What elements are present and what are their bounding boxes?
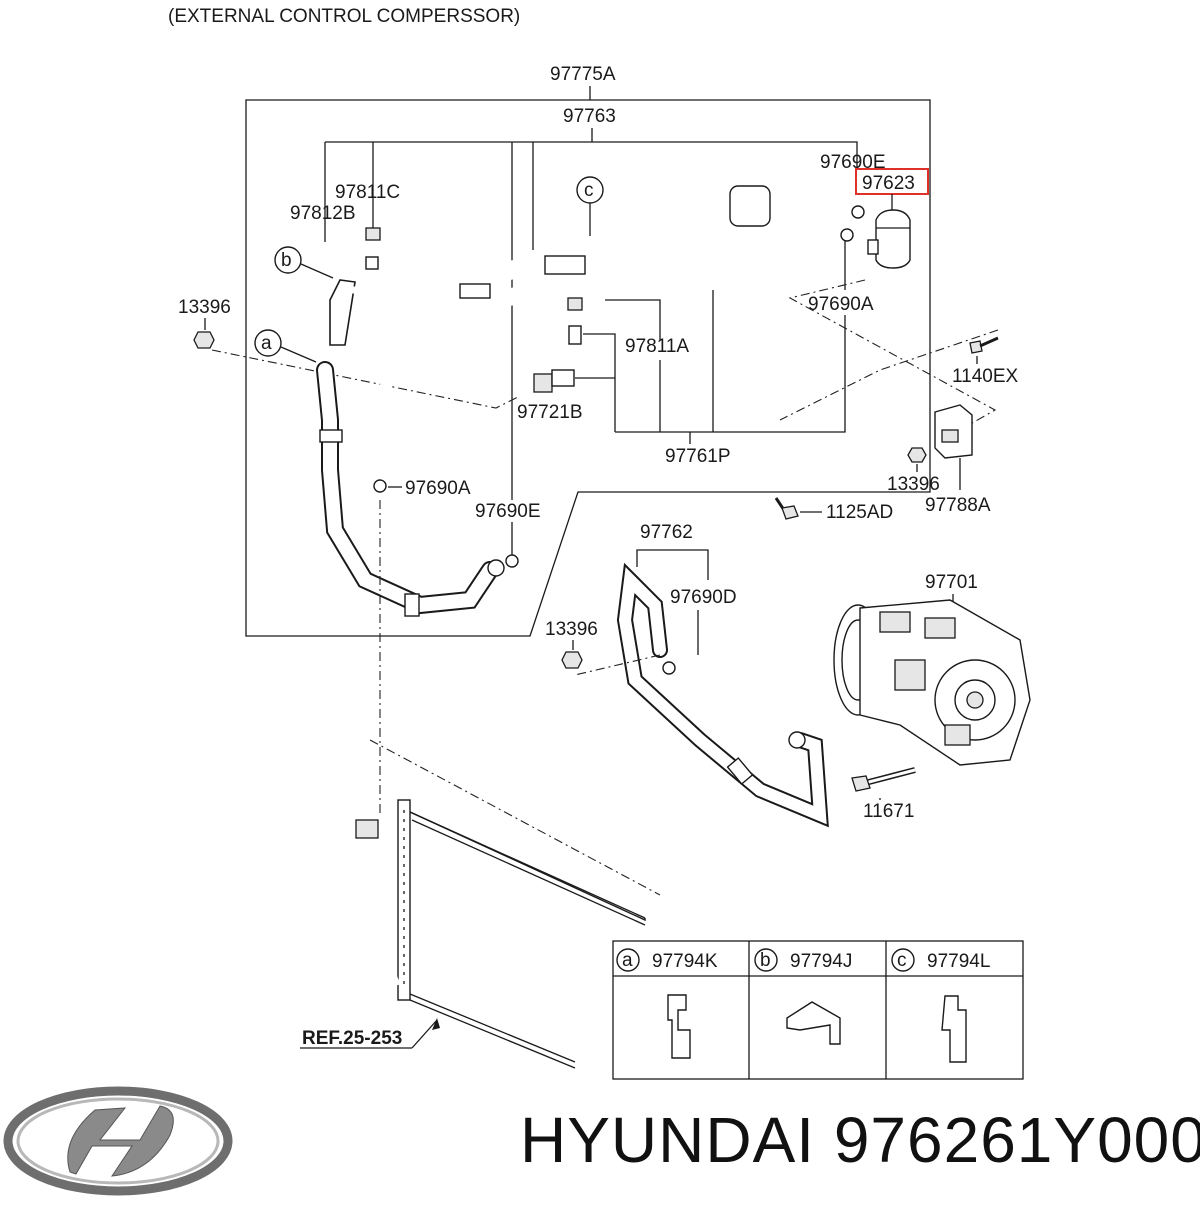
svg-text:c: c xyxy=(897,950,907,971)
o-ring-part xyxy=(373,479,387,493)
svg-text:c: c xyxy=(584,180,594,201)
label-97761P: 97761P xyxy=(665,446,731,467)
svg-text:97794J: 97794J xyxy=(790,951,852,972)
bracket-legend-table: a 97794K b 97794J c 97794L xyxy=(612,940,1024,1080)
label-97812B: 97812B xyxy=(290,203,356,224)
label-11671: 11671 xyxy=(863,801,914,822)
label-97811A: 97811A xyxy=(625,336,689,357)
svg-text:b: b xyxy=(281,250,292,271)
label-97721B: 97721B xyxy=(517,402,583,423)
svg-text:97794L: 97794L xyxy=(927,951,990,972)
bracket-a-icon xyxy=(667,994,691,1059)
callout-a: a xyxy=(254,329,317,363)
bolt-part xyxy=(774,497,799,520)
svg-text:97794K: 97794K xyxy=(652,951,718,972)
receiver-drier-part xyxy=(867,209,911,269)
callout-c: c xyxy=(576,176,604,236)
svg-text:a: a xyxy=(261,333,272,354)
label-1125AD: 1125AD xyxy=(826,502,893,523)
diagram-header: (EXTERNAL CONTROL COMPERSSOR) xyxy=(168,6,520,27)
bracket-b-icon xyxy=(786,1001,841,1045)
discharge-hose-part xyxy=(616,562,829,828)
assembly-outline xyxy=(245,99,931,637)
callout-b: b xyxy=(274,246,334,279)
hyundai-logo-icon xyxy=(3,1086,233,1196)
legend-entry-a: a 97794K xyxy=(616,948,718,972)
bolt-part xyxy=(969,336,999,354)
mounting-bracket-part xyxy=(934,404,973,459)
label-13396-right: 13396 xyxy=(887,474,940,495)
nut-part xyxy=(561,651,583,669)
pressure-sensor-part xyxy=(533,369,575,393)
condenser-part xyxy=(355,799,646,1069)
o-ring-part xyxy=(505,554,519,568)
legend-entry-c: c 97794L xyxy=(891,948,990,972)
nut-part xyxy=(193,331,215,349)
brand-part-number: HYUNDAI 976261Y000 xyxy=(520,1104,1200,1176)
nut-part xyxy=(907,447,927,463)
label-97762: 97762 xyxy=(640,522,693,543)
valve-part xyxy=(568,325,582,345)
bolt-part xyxy=(851,767,916,792)
label-97623: 97623 xyxy=(862,173,915,194)
label-97690A-right: 97690A xyxy=(808,294,874,315)
label-97811C: 97811C xyxy=(335,182,400,203)
label-97763: 97763 xyxy=(563,106,616,127)
svg-text:b: b xyxy=(760,950,771,971)
label-13396-mid: 13396 xyxy=(545,619,598,640)
suction-hose-part xyxy=(316,361,505,617)
label-ref: REF.25-253 xyxy=(302,1028,402,1049)
pipe-assembly-upper xyxy=(329,181,849,475)
label-13396-left: 13396 xyxy=(178,297,231,318)
label-97788A: 97788A xyxy=(925,495,991,516)
legend-entry-b: b 97794J xyxy=(754,948,852,972)
label-97690E-top: 97690E xyxy=(820,152,886,173)
svg-text:a: a xyxy=(622,950,633,971)
valve-cap-part xyxy=(567,297,583,311)
compressor-part xyxy=(833,599,1031,766)
bracket-c-icon xyxy=(941,995,967,1063)
o-ring-part xyxy=(840,228,854,242)
o-ring-part xyxy=(851,205,865,219)
label-97701: 97701 xyxy=(925,572,978,593)
label-97775A: 97775A xyxy=(550,64,616,85)
label-1140EX: 1140EX xyxy=(952,366,1019,387)
label-97690D: 97690D xyxy=(670,587,737,608)
label-97690A-mid: 97690A xyxy=(405,478,471,499)
label-97690E-mid: 97690E xyxy=(475,501,541,522)
sensor-cap-part xyxy=(365,227,381,241)
valve-cap-part xyxy=(365,256,379,270)
o-ring-part xyxy=(662,661,676,675)
